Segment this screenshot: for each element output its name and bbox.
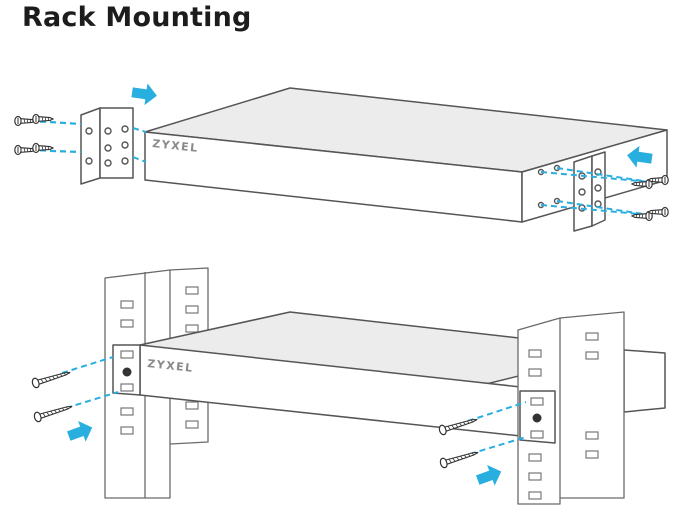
screw-icon	[14, 115, 36, 127]
right-rack-ear	[519, 390, 556, 444]
rack-guide-lines	[61, 356, 527, 455]
top-guide-lines	[29, 120, 651, 216]
left-rack-ear	[112, 344, 141, 396]
screw-icon	[14, 144, 36, 156]
left-mounting-bracket	[80, 107, 134, 185]
arrow-right-icon	[473, 461, 505, 491]
arrow-right-icon	[130, 81, 159, 107]
rack-device-side-face	[623, 349, 666, 413]
page-title: Rack Mounting	[22, 2, 252, 33]
right-mounting-bracket	[573, 151, 606, 232]
device-top-scene: ZYXEL	[14, 81, 669, 232]
screw-icon	[438, 447, 481, 470]
device-brand-label: ZYXEL	[152, 137, 200, 155]
arrow-right-icon	[64, 417, 96, 447]
screw-icon	[32, 401, 75, 424]
right-rack-rail	[517, 311, 625, 505]
device-rack-scene: ZYXEL	[30, 267, 666, 505]
rack-device-brand-label: ZYXEL	[147, 357, 195, 375]
